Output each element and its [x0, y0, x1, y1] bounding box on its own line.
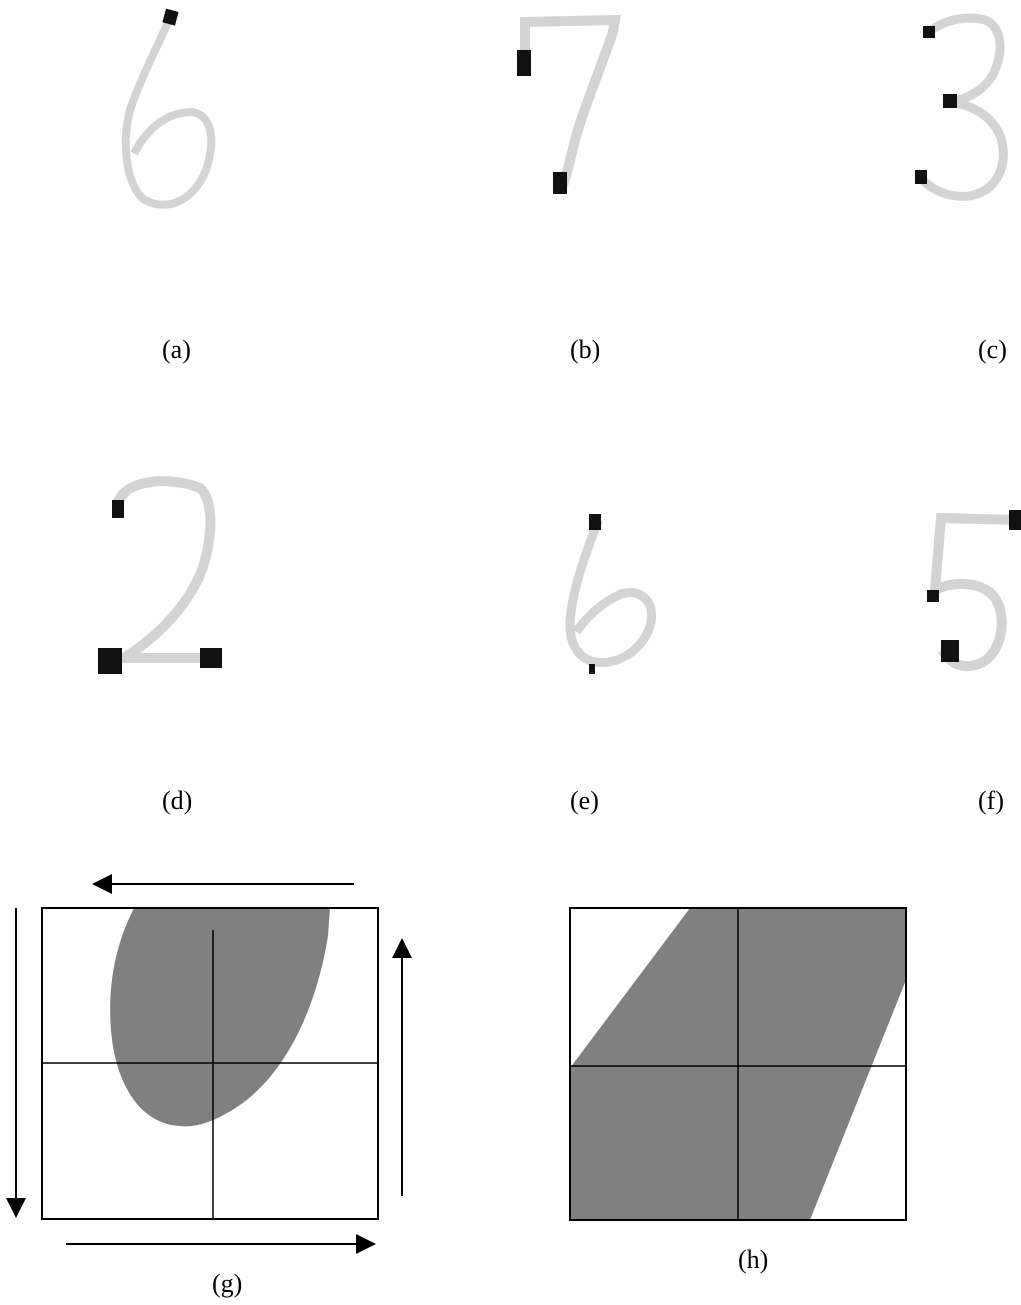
caption-f: (f) — [978, 786, 1004, 815]
region-diagram-h — [569, 907, 907, 1221]
caption-d: (d) — [162, 786, 193, 815]
region-diagram-g — [6, 874, 412, 1254]
caption-h: (h) — [738, 1245, 769, 1274]
digit-6-panel-e — [565, 514, 657, 674]
caption-b: (b) — [570, 335, 601, 364]
ellipse-region — [110, 908, 330, 1127]
digit-2-panel-d — [98, 476, 222, 674]
digit-5-panel-f — [927, 510, 1021, 672]
digit-6-panel-a — [121, 8, 216, 209]
caption-g: (g) — [212, 1269, 243, 1298]
caption-e: (e) — [570, 786, 599, 815]
caption-c: (c) — [978, 335, 1007, 364]
digit-7-panel-b — [517, 14, 621, 194]
caption-a: (a) — [162, 335, 191, 364]
digit-3-panel-c — [914, 13, 1008, 201]
